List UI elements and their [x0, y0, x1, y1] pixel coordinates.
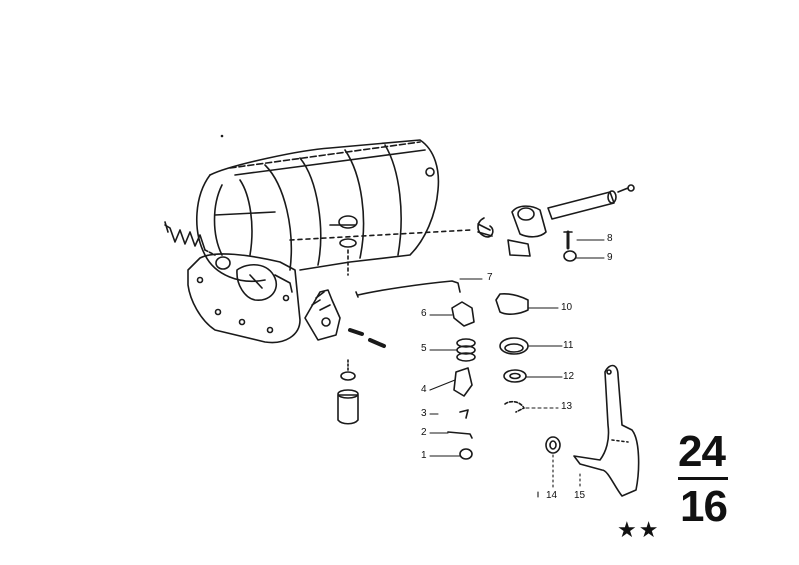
callout-5: 5: [421, 343, 427, 354]
washer-small: [503, 369, 527, 383]
spring-left: [164, 221, 216, 256]
rating-stars: ★★: [617, 518, 661, 543]
callout-3: 3: [421, 408, 427, 419]
leader-lines: [429, 239, 605, 498]
callout-4: 4: [421, 384, 427, 395]
selector-rod: [355, 280, 461, 298]
group-number-main: 24: [678, 427, 726, 476]
circlip: [504, 400, 525, 413]
callout-2: 2: [421, 427, 427, 438]
pin-2: [447, 431, 473, 439]
callout-7: 7: [487, 272, 493, 283]
detent-plate: [495, 293, 529, 315]
pin-and-nut: [563, 230, 577, 262]
callout-10: 10: [561, 302, 573, 313]
transmission-housing: [187, 139, 471, 344]
callout-11: 11: [563, 340, 574, 351]
callout-9: 9: [607, 252, 613, 263]
callout-6: 6: [421, 308, 427, 319]
callout-13: 13: [561, 401, 573, 412]
selector-segment: [304, 289, 386, 348]
shift-shaft: [477, 184, 635, 257]
callout-12: 12: [563, 371, 575, 382]
callout-15: 15: [574, 490, 586, 501]
lever-6: [451, 301, 475, 327]
shift-lever-15: [573, 364, 640, 497]
group-number-sub: 16: [680, 482, 728, 531]
rubber-boot: [337, 359, 359, 425]
washer-large: [499, 337, 529, 355]
lever-4: [453, 367, 473, 397]
callout-1: 1: [421, 450, 427, 461]
spring-5: [456, 338, 476, 362]
bushing-14: [545, 436, 561, 454]
group-number-divider: [678, 477, 728, 480]
clip-3: [459, 409, 469, 419]
callout-14: 14: [546, 490, 558, 501]
callout-8: 8: [607, 233, 613, 244]
nut-1: [459, 448, 473, 460]
